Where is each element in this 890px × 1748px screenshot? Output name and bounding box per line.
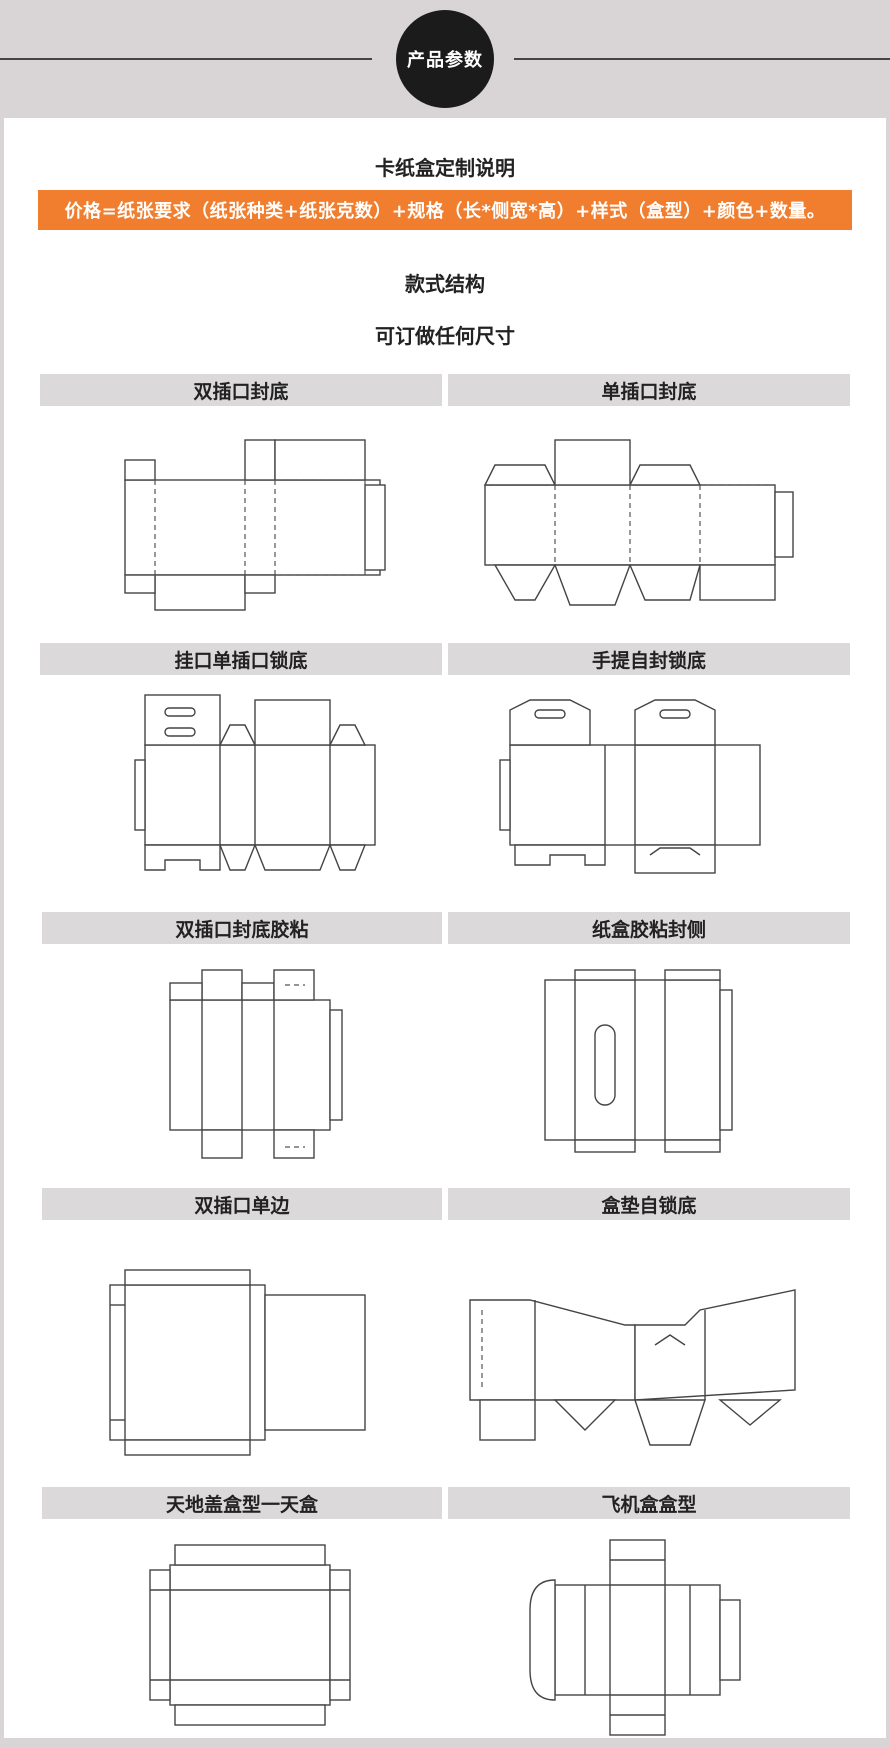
- single-tuck-bottom-diagram: [475, 430, 805, 630]
- price-formula-banner: 价格=纸张要求（纸张种类+纸张克数）+规格（长*侧宽*高）+样式（盒型）+颜色+…: [38, 190, 852, 230]
- section-badge: 产品参数: [396, 10, 494, 108]
- mailer-box-diagram: [520, 1535, 760, 1740]
- style-label-10: 飞机盒盒型: [448, 1487, 850, 1519]
- handle-self-lock-bottom-diagram: [495, 690, 775, 880]
- style-label-7: 双插口单边: [42, 1188, 442, 1220]
- lid-box-top-diagram: [140, 1535, 360, 1735]
- hanger-tuck-lock-bottom-diagram: [130, 690, 390, 880]
- any-size-note: 可订做任何尺寸: [375, 324, 515, 348]
- style-label-8: 盒垫自锁底: [448, 1188, 850, 1220]
- glued-side-seal-diagram: [535, 965, 745, 1165]
- style-label-9: 天地盖盒型一天盒: [42, 1487, 442, 1519]
- header-band: 产品参数: [0, 0, 890, 118]
- style-label-4: 手提自封锁底: [448, 643, 850, 675]
- style-label-1: 双插口封底: [40, 374, 442, 406]
- styles-subtitle: 款式结构: [405, 272, 485, 296]
- double-tuck-bottom-diagram: [110, 425, 400, 625]
- style-label-5: 双插口封底胶粘: [42, 912, 442, 944]
- style-label-2: 单插口封底: [448, 374, 850, 406]
- style-label-6: 纸盒胶粘封侧: [448, 912, 850, 944]
- header-divider-left: [0, 58, 372, 60]
- style-label-3: 挂口单插口锁底: [40, 643, 442, 675]
- double-tuck-glued-bottom-diagram: [160, 965, 350, 1165]
- header-divider-right: [514, 58, 890, 60]
- double-tuck-single-side-diagram: [100, 1260, 380, 1470]
- tray-self-lock-bottom-diagram: [460, 1280, 810, 1460]
- intro-title: 卡纸盒定制说明: [375, 156, 515, 180]
